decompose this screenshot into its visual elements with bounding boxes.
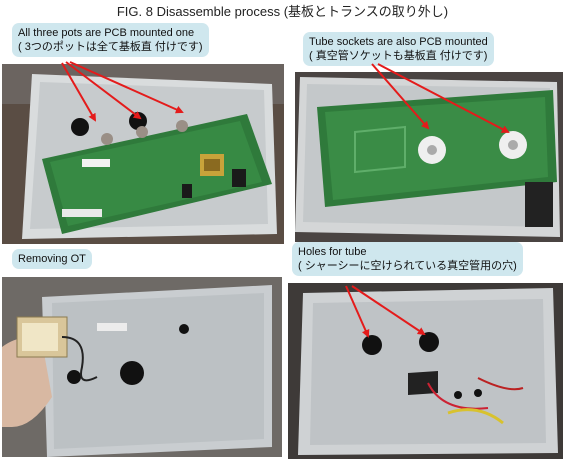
caption-tube-sockets-en: Tube sockets are also PCB mounted <box>309 36 488 48</box>
caption-pots: All three pots are PCB mounted one ( 3つの… <box>12 23 209 57</box>
photo-pcb-pots <box>2 64 284 244</box>
photo-removing-ot <box>2 277 282 457</box>
caption-pots-en: All three pots are PCB mounted one <box>18 27 195 39</box>
caption-tube-holes-ja: ( シャーシーに空けられている真空管用の穴) <box>298 260 517 272</box>
photo-tube-holes <box>288 283 563 459</box>
caption-removing-ot: Removing OT <box>12 249 92 269</box>
caption-removing-ot-en: Removing OT <box>18 253 86 265</box>
caption-tube-sockets: Tube sockets are also PCB mounted ( 真空管ソ… <box>303 32 494 66</box>
caption-tube-sockets-ja: ( 真空管ソケットも基板直 付けです) <box>309 50 488 62</box>
figure-title: FIG. 8 Disassemble process (基板とトランスの取り外し… <box>116 4 449 19</box>
caption-tube-holes: Holes for tube ( シャーシーに空けられている真空管用の穴) <box>292 242 523 276</box>
caption-tube-holes-en: Holes for tube <box>298 246 367 258</box>
caption-pots-ja: ( 3つのポットは全て基板直 付けです) <box>18 41 203 53</box>
photo-tube-sockets <box>295 72 563 242</box>
